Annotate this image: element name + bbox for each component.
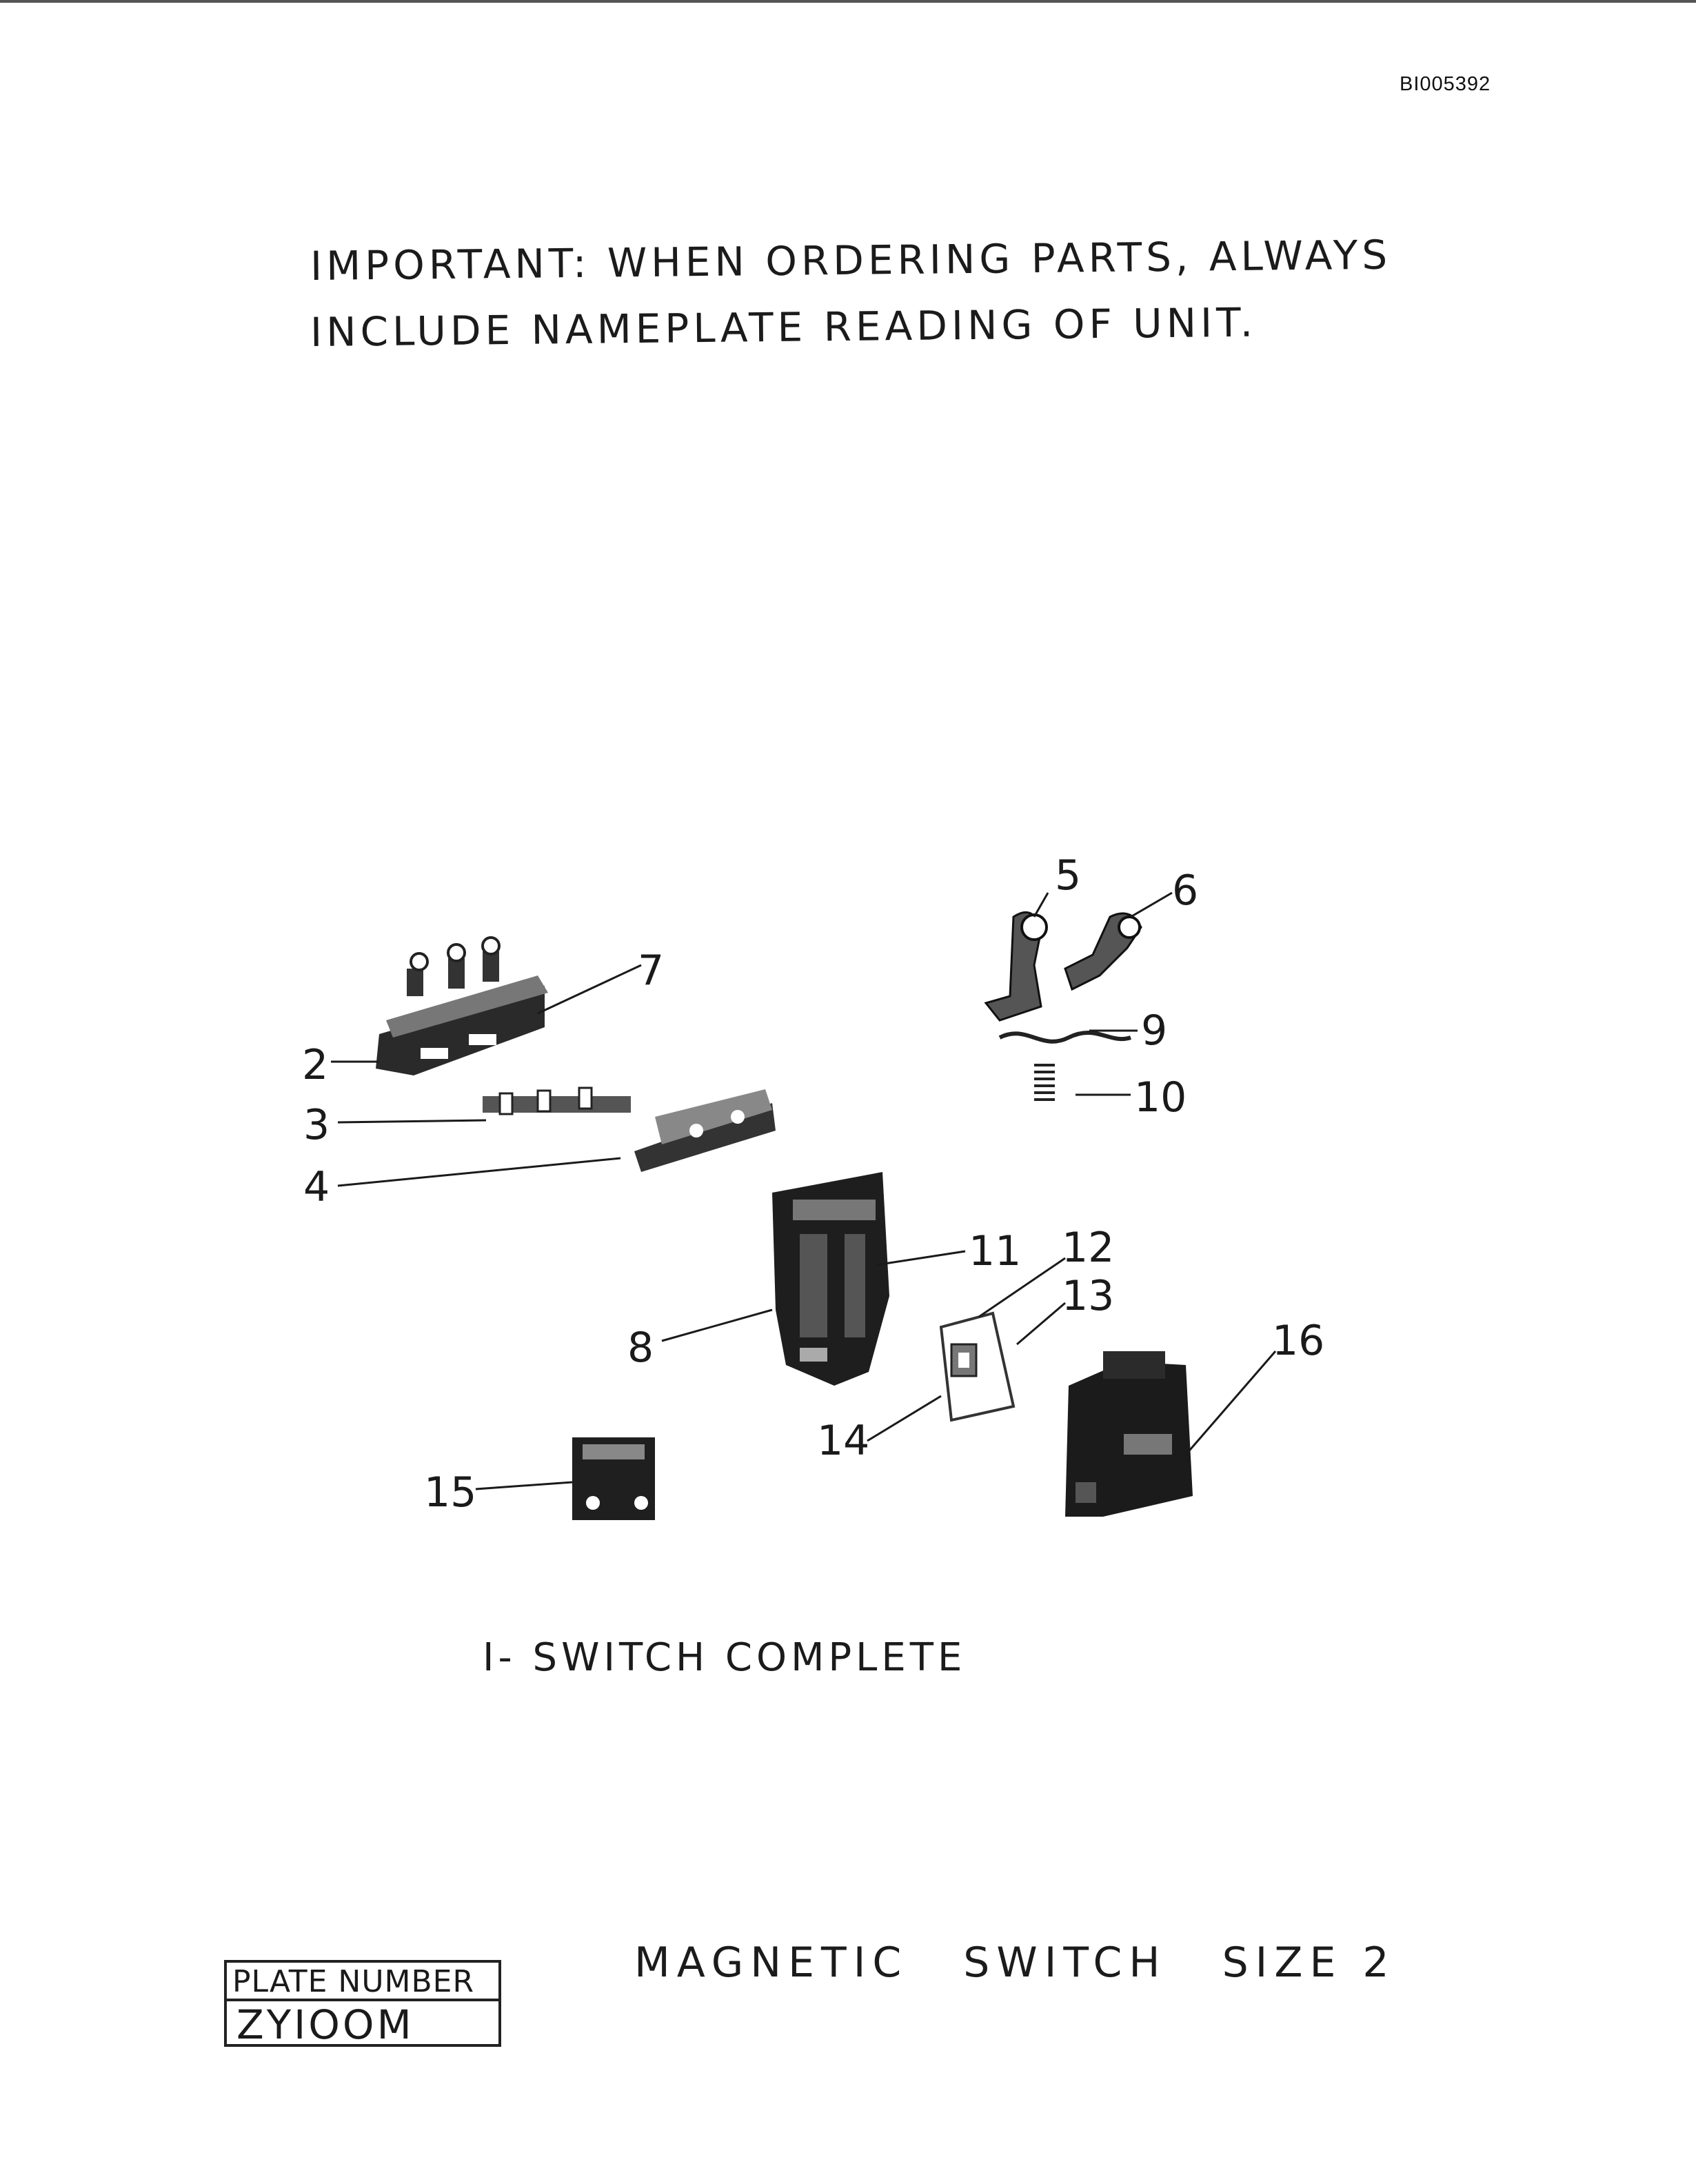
callout-9: 9 <box>1141 1007 1167 1055</box>
callout-14: 14 <box>817 1417 869 1465</box>
title-word-switch: SWITCH <box>963 1939 1167 1987</box>
document-title: MAGNETIC SWITCH SIZE 2 <box>634 1939 1451 1987</box>
part-coil-drawing <box>939 1311 1016 1422</box>
callout-16: 16 <box>1272 1317 1324 1365</box>
part-main-frame-drawing <box>772 1172 889 1386</box>
part-contact-carrier-drawing <box>634 1089 776 1172</box>
callout-6: 6 <box>1172 867 1198 915</box>
callout-4: 4 <box>303 1163 330 1211</box>
part-contact-finger-left-drawing <box>984 911 1048 1022</box>
title-word-size: SIZE 2 <box>1222 1939 1396 1987</box>
title-word-magnetic: MAGNETIC <box>634 1939 909 1987</box>
callout-2: 2 <box>302 1041 328 1089</box>
leader-lines <box>331 891 1277 1490</box>
part-contact-finger-right-drawing <box>1064 912 1142 991</box>
plate-number-box: PLATE NUMBER ZYIOOM <box>224 1960 501 2047</box>
callout-10: 10 <box>1134 1073 1187 1122</box>
callout-8: 8 <box>627 1324 654 1372</box>
part-base-block-drawing <box>376 936 548 1075</box>
scan-edge-line <box>0 0 1696 3</box>
callout-12: 12 <box>1062 1224 1114 1272</box>
part-coil-spring-drawing <box>1034 1064 1055 1101</box>
part-spring-clip-drawing <box>998 1030 1131 1044</box>
plate-number-label: PLATE NUMBER <box>227 1963 498 2001</box>
part-contact-strip-drawing <box>483 1086 631 1115</box>
diagram-caption: I- SWITCH COMPLETE <box>483 1635 967 1680</box>
callout-15: 15 <box>424 1468 476 1517</box>
callout-3: 3 <box>303 1101 330 1149</box>
callout-7: 7 <box>638 947 664 995</box>
part-magnet-frame-drawing <box>1065 1351 1193 1517</box>
document-id: BI005392 <box>1400 73 1491 95</box>
callout-5: 5 <box>1055 851 1081 900</box>
callout-13: 13 <box>1062 1272 1114 1320</box>
plate-number-value: ZYIOOM <box>236 2001 414 2048</box>
callout-11: 11 <box>969 1227 1021 1275</box>
part-armature-drawing <box>572 1437 655 1520</box>
